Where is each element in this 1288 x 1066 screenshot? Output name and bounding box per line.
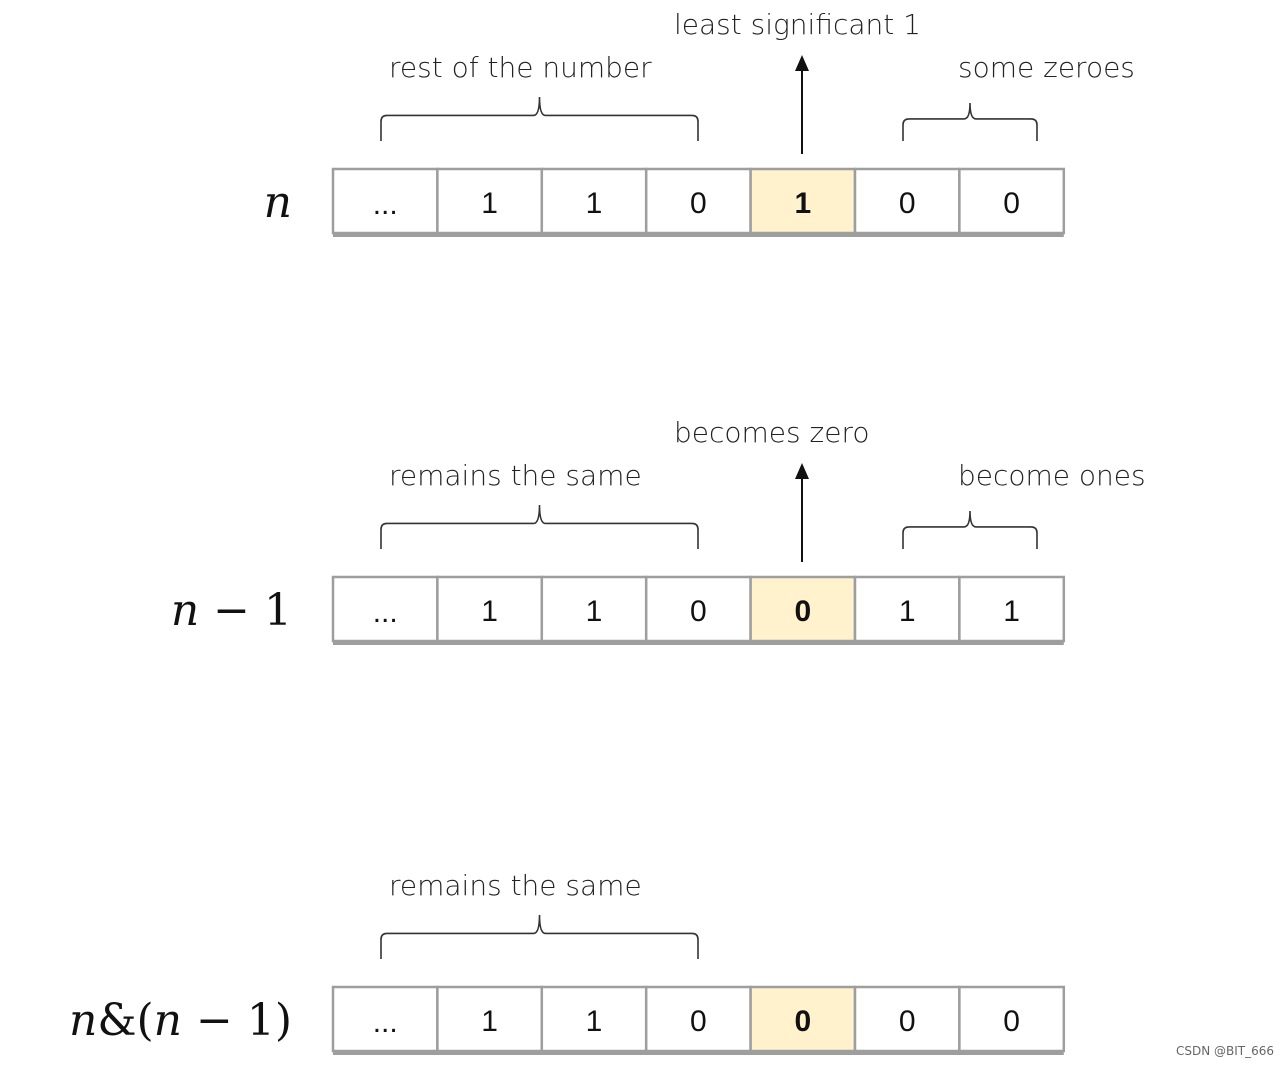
bit-value: 0 — [899, 1005, 916, 1038]
highlighted-cell-box — [749, 575, 857, 643]
bit-cell: 0 — [749, 575, 857, 643]
right-brace-label: become ones — [958, 459, 1146, 492]
bit-value: 1 — [586, 1005, 603, 1038]
bit-row-1: n... 1 1 0 1 0 0 rest of the number least signif… — [264, 8, 1135, 237]
bit-value: 1 — [1003, 595, 1020, 628]
bit-value: 0 — [690, 187, 707, 220]
bit-cell: 0 — [644, 575, 752, 643]
bit-cell: ... — [331, 167, 439, 235]
bit-cell: 1 — [436, 575, 544, 643]
pointer-arrow — [795, 463, 809, 562]
cell-box — [540, 167, 648, 235]
bit-cell: 0 — [749, 985, 857, 1053]
bit-cell: 0 — [958, 167, 1066, 235]
cell-box — [853, 575, 961, 643]
arrow-head — [795, 463, 809, 479]
cell-box — [644, 985, 752, 1053]
bit-value: 1 — [899, 595, 916, 628]
pointer-arrow — [795, 55, 809, 154]
bit-value: 0 — [690, 595, 707, 628]
cell-box — [331, 575, 439, 643]
bit-cell: 0 — [853, 167, 961, 235]
cell-box — [436, 575, 544, 643]
bit-value: 0 — [794, 595, 811, 628]
right-brace-label: some zeroes — [958, 51, 1135, 84]
bit-cell: 1 — [540, 985, 648, 1053]
cell-box — [853, 985, 961, 1053]
bit-value: 0 — [690, 1005, 707, 1038]
arrow-label: least significant 1 — [674, 8, 921, 41]
left-brace-label: remains the same — [389, 869, 642, 902]
left-brace — [380, 504, 699, 549]
bit-value: 1 — [481, 187, 498, 220]
bit-cell: 0 — [644, 985, 752, 1053]
left-brace-label: remains the same — [389, 459, 642, 492]
watermark: CSDN @BIT_666 — [1176, 1044, 1274, 1058]
bit-row-3: n&(n − 1)... 1 1 0 0 0 0 remains the same — [69, 869, 1066, 1055]
cell-box — [540, 575, 648, 643]
bit-value: 0 — [1003, 1005, 1020, 1038]
left-brace-label: rest of the number — [389, 51, 652, 84]
left-brace — [380, 96, 699, 141]
bit-value: 1 — [481, 595, 498, 628]
bit-cell: 1 — [853, 575, 961, 643]
cell-box — [958, 167, 1066, 235]
row-label: n − 1 — [171, 585, 292, 636]
cell-box — [436, 985, 544, 1053]
bit-value: ... — [373, 596, 398, 629]
bit-value: 1 — [586, 187, 603, 220]
bit-cell: 0 — [958, 985, 1066, 1053]
arrow-head — [795, 55, 809, 71]
bit-cell: 0 — [853, 985, 961, 1053]
bit-value: ... — [373, 188, 398, 221]
highlighted-cell-box — [749, 985, 857, 1053]
row-label: n — [264, 177, 292, 228]
left-brace — [380, 914, 699, 959]
cell-box — [436, 167, 544, 235]
bit-cell: 1 — [749, 167, 857, 235]
bit-cell: 1 — [540, 575, 648, 643]
bit-value: 0 — [899, 187, 916, 220]
bit-value: 0 — [1003, 187, 1020, 220]
cell-box — [644, 575, 752, 643]
bit-row-2: n − 1... 1 1 0 0 1 1 remains the same becomes ze… — [171, 416, 1146, 645]
cell-box — [331, 985, 439, 1053]
bit-cell: 1 — [436, 167, 544, 235]
bit-cell: 1 — [436, 985, 544, 1053]
bit-value: 1 — [481, 1005, 498, 1038]
bit-cell: 1 — [540, 167, 648, 235]
bit-cell: ... — [331, 985, 439, 1053]
bit-value: 1 — [794, 187, 811, 220]
right-brace — [902, 510, 1038, 549]
cell-box — [958, 985, 1066, 1053]
bit-value: 1 — [586, 595, 603, 628]
bit-value: ... — [373, 1006, 398, 1039]
cell-box — [958, 575, 1066, 643]
bit-value: 0 — [794, 1005, 811, 1038]
bit-cell: 1 — [958, 575, 1066, 643]
arrow-label: becomes zero — [674, 416, 869, 449]
right-brace — [902, 102, 1038, 141]
row-label: n&(n − 1) — [69, 995, 292, 1046]
bit-cell: ... — [331, 575, 439, 643]
bit-cell: 0 — [644, 167, 752, 235]
